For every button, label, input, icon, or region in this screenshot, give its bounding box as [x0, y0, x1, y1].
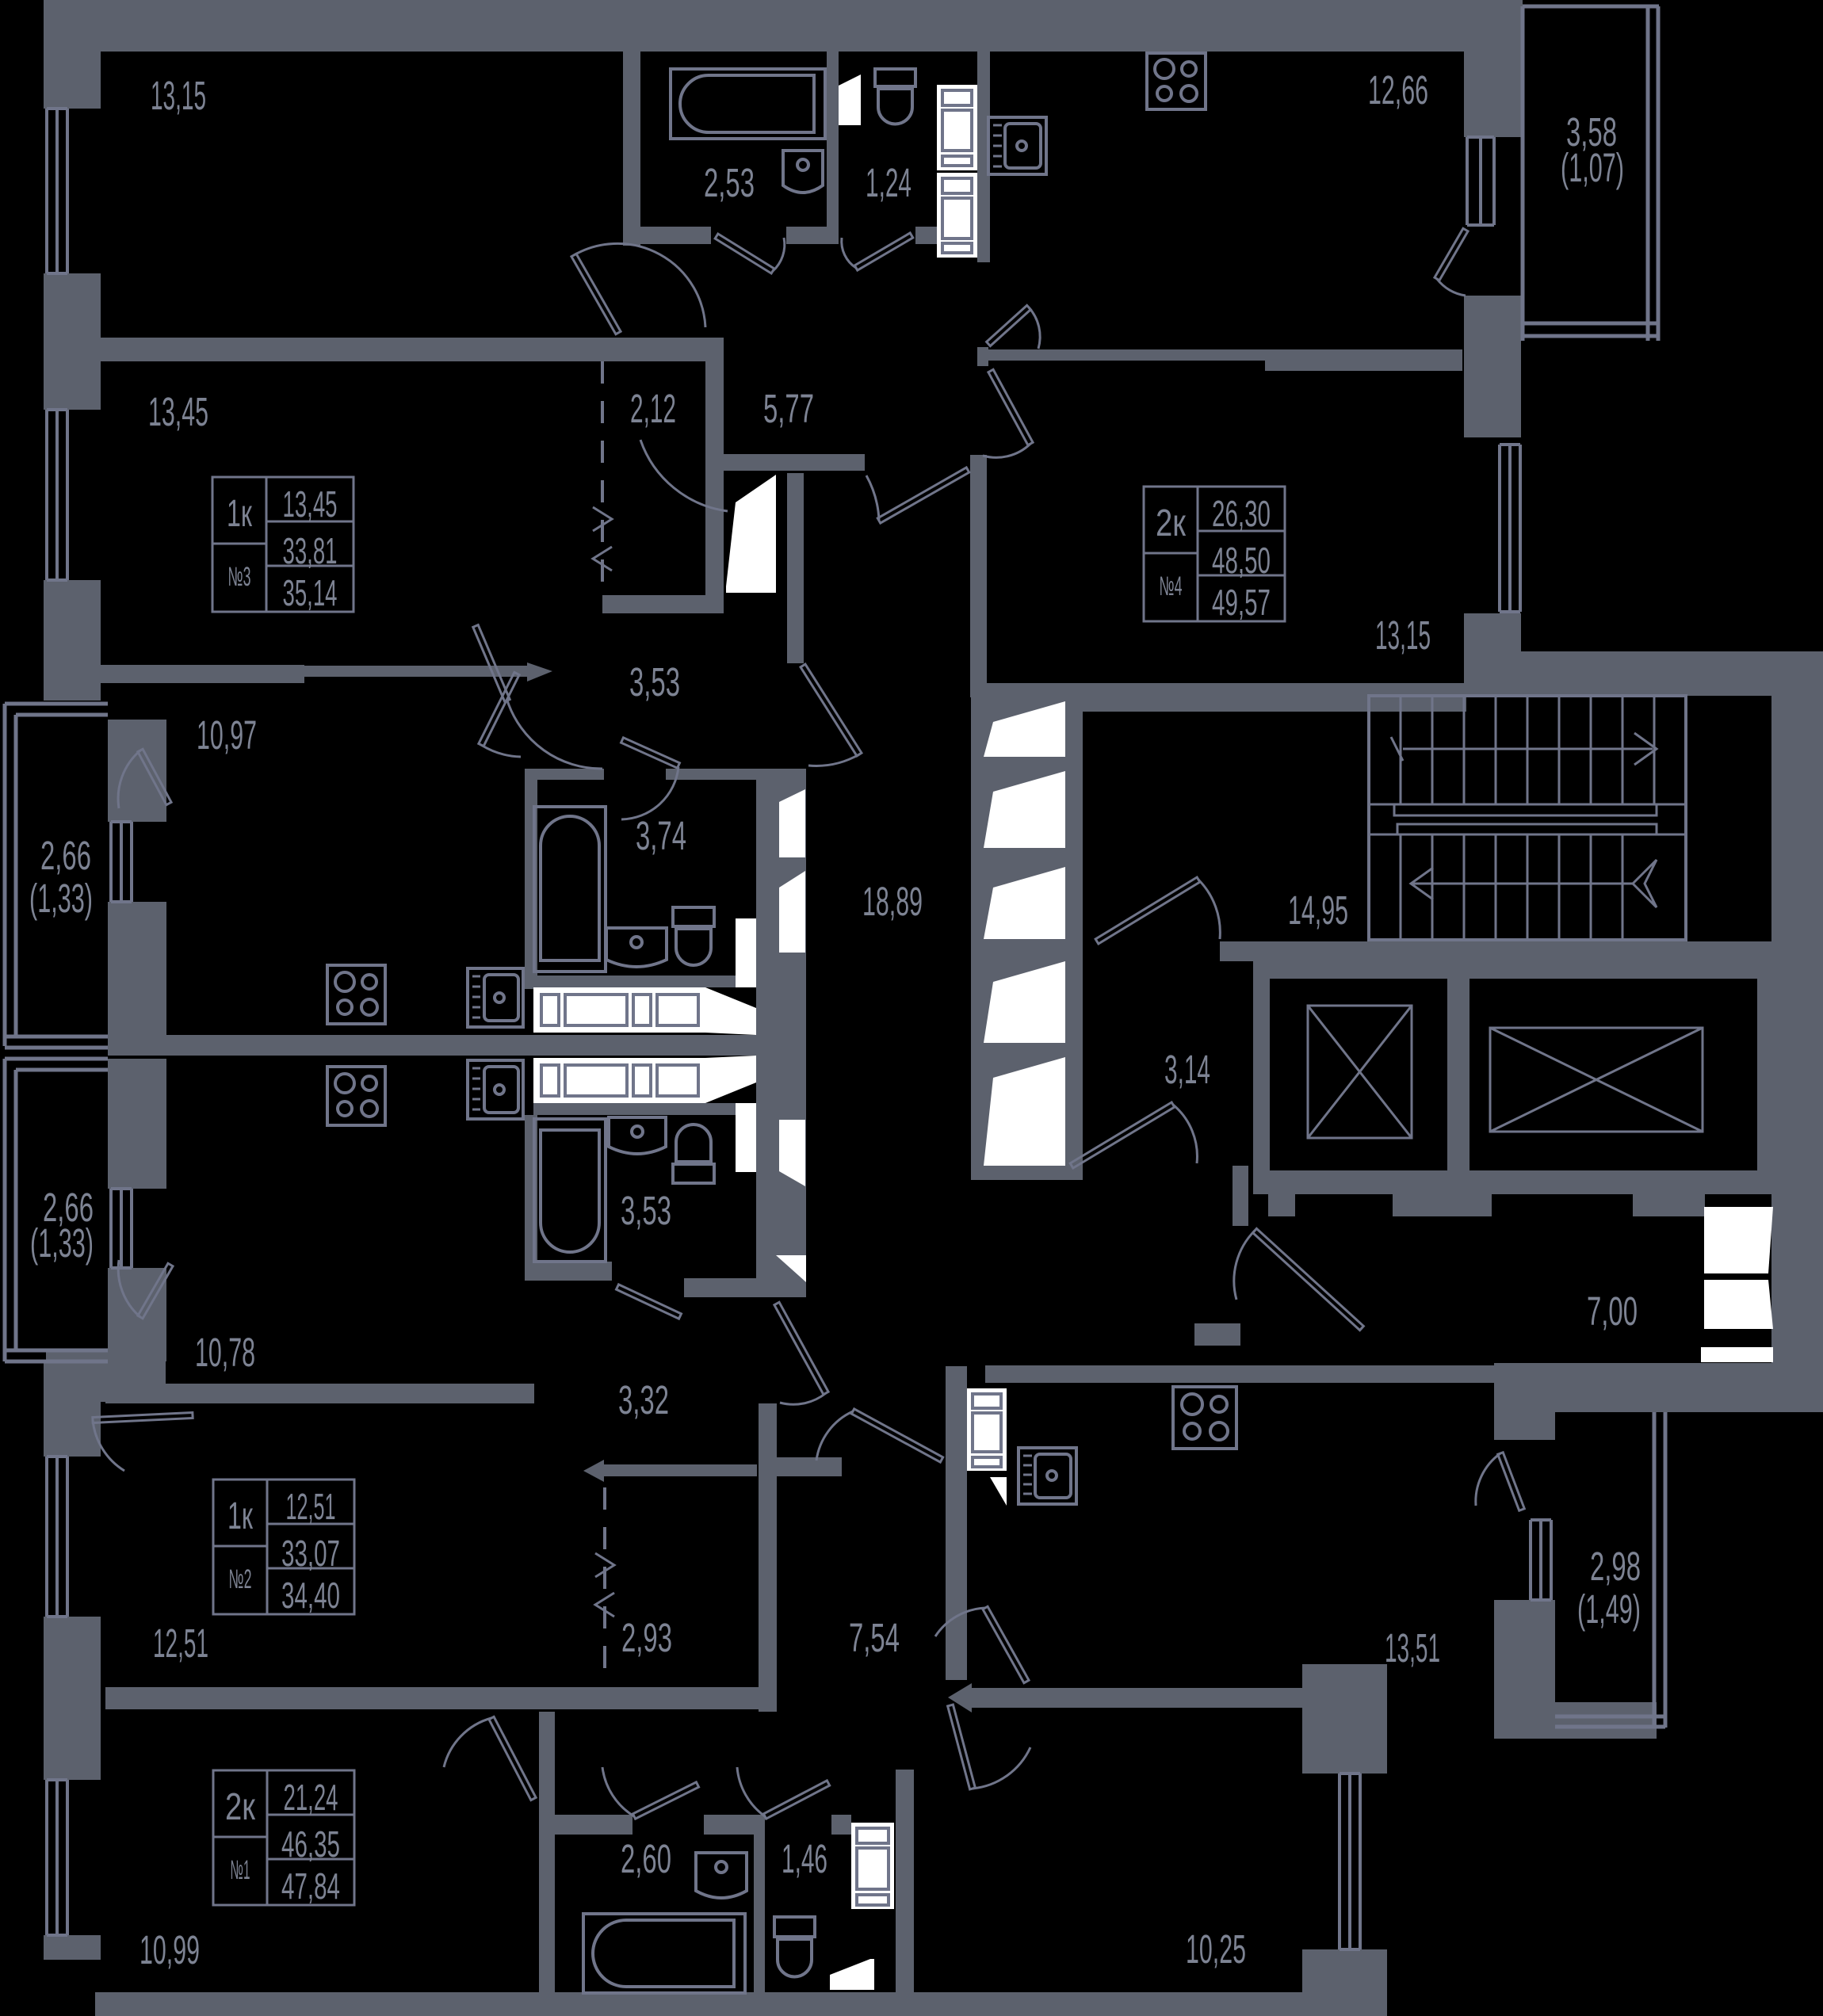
svg-text:14,95: 14,95: [1288, 888, 1348, 933]
svg-text:№3: №3: [228, 562, 251, 592]
svg-text:34,40: 34,40: [281, 1575, 340, 1616]
svg-text:2,12: 2,12: [630, 386, 676, 431]
svg-text:(1,07): (1,07): [1561, 145, 1624, 190]
svg-text:13,45: 13,45: [148, 389, 208, 434]
svg-text:13,51: 13,51: [1385, 1625, 1440, 1670]
svg-text:10,99: 10,99: [139, 1927, 200, 1972]
svg-text:10,78: 10,78: [195, 1330, 255, 1375]
svg-text:33,81: 33,81: [283, 530, 338, 571]
svg-text:3,14: 3,14: [1164, 1047, 1210, 1092]
svg-text:33,07: 33,07: [281, 1533, 340, 1574]
svg-text:3,53: 3,53: [629, 659, 680, 704]
svg-text:13,45: 13,45: [283, 483, 338, 525]
svg-text:3,58: 3,58: [1566, 109, 1617, 155]
svg-text:№2: №2: [229, 1564, 252, 1594]
svg-text:7,54: 7,54: [849, 1615, 900, 1660]
svg-text:12,51: 12,51: [286, 1486, 336, 1527]
svg-text:2,93: 2,93: [621, 1615, 672, 1660]
svg-text:26,30: 26,30: [1212, 493, 1271, 534]
svg-text:48,50: 48,50: [1212, 540, 1271, 581]
svg-text:(1,33): (1,33): [29, 876, 93, 921]
svg-text:10,97: 10,97: [197, 712, 257, 758]
svg-text:2,66: 2,66: [43, 1185, 94, 1230]
svg-text:2к: 2к: [225, 1786, 256, 1828]
svg-text:2,53: 2,53: [704, 160, 755, 205]
svg-text:12,51: 12,51: [153, 1621, 208, 1666]
svg-text:3,74: 3,74: [636, 813, 686, 858]
svg-text:47,84: 47,84: [281, 1865, 340, 1907]
svg-text:1к: 1к: [227, 1495, 254, 1537]
svg-text:10,25: 10,25: [1186, 1926, 1246, 1972]
svg-text:(1,33): (1,33): [30, 1220, 94, 1266]
svg-text:12,66: 12,66: [1368, 67, 1428, 113]
svg-text:3,53: 3,53: [621, 1188, 671, 1233]
svg-text:2,60: 2,60: [621, 1836, 671, 1881]
svg-text:2,98: 2,98: [1590, 1544, 1641, 1589]
svg-text:3,32: 3,32: [618, 1377, 669, 1422]
svg-text:49,57: 49,57: [1212, 582, 1271, 623]
svg-text:1,46: 1,46: [782, 1836, 827, 1881]
svg-text:13,15: 13,15: [1375, 613, 1431, 658]
svg-text:35,14: 35,14: [283, 572, 338, 613]
svg-text:18,89: 18,89: [862, 879, 923, 924]
svg-text:№4: №4: [1160, 571, 1183, 601]
svg-text:(1,49): (1,49): [1577, 1586, 1641, 1632]
svg-text:2,66: 2,66: [40, 833, 91, 878]
svg-text:21,24: 21,24: [284, 1777, 338, 1818]
svg-text:1к: 1к: [227, 493, 253, 535]
svg-text:2к: 2к: [1156, 502, 1187, 544]
svg-text:5,77: 5,77: [763, 386, 814, 431]
svg-text:7,00: 7,00: [1587, 1289, 1638, 1334]
svg-text:13,15: 13,15: [151, 73, 206, 118]
svg-text:№1: №1: [231, 1855, 250, 1885]
svg-text:46,35: 46,35: [281, 1823, 340, 1865]
svg-text:1,24: 1,24: [866, 160, 912, 205]
